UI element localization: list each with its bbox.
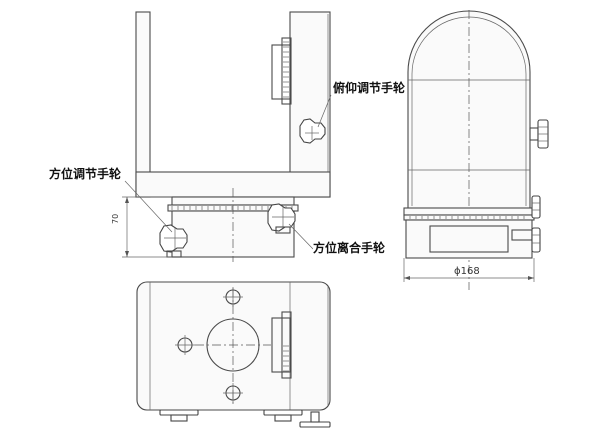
height-dimension-lines [122,196,172,258]
base-height-dimension: 70 [111,213,120,224]
side-scale-ring [403,214,535,221]
pitch-scale-block [271,44,291,100]
screw-bottom [223,383,243,403]
azimuth-adjust-knob [159,224,188,258]
diameter-dimension-lines [403,258,535,282]
side-clutch-knob [531,195,541,219]
bottom-knob-right [263,409,303,416]
screw-left [175,335,195,355]
screw-top [223,287,243,307]
azimuth-leader [124,180,173,233]
pitch-knob [299,118,326,144]
arch-frame [407,10,531,209]
diameter-dimension: ϕ168 [454,266,480,277]
top-view [136,281,331,428]
pitch-leader [317,94,332,128]
clutch-leader [288,223,314,250]
top-plate [136,281,331,411]
pitch-handwheel-label: 俯仰调节手轮 [333,81,406,95]
azimuth-handwheel-label: 方位调节手轮 [49,167,122,181]
side-base-ring [403,207,535,216]
bottom-knob-side [299,421,331,428]
side-pitch-knob [529,119,549,149]
right-upright [289,11,331,198]
azimuth-clutch-handwheel-label: 方位离合手轮 [313,241,386,255]
side-view [403,10,549,290]
bottom-knob-left [159,409,199,416]
side-azimuth-knob [531,227,541,253]
top-scale-block [271,317,291,373]
pitch-scale-ticks [283,41,289,98]
left-upright [135,11,151,198]
side-scale-ticks [409,216,525,219]
front-view [122,11,332,262]
top-scale-ticks [283,345,289,372]
azimuth-clutch-knob [267,203,296,234]
